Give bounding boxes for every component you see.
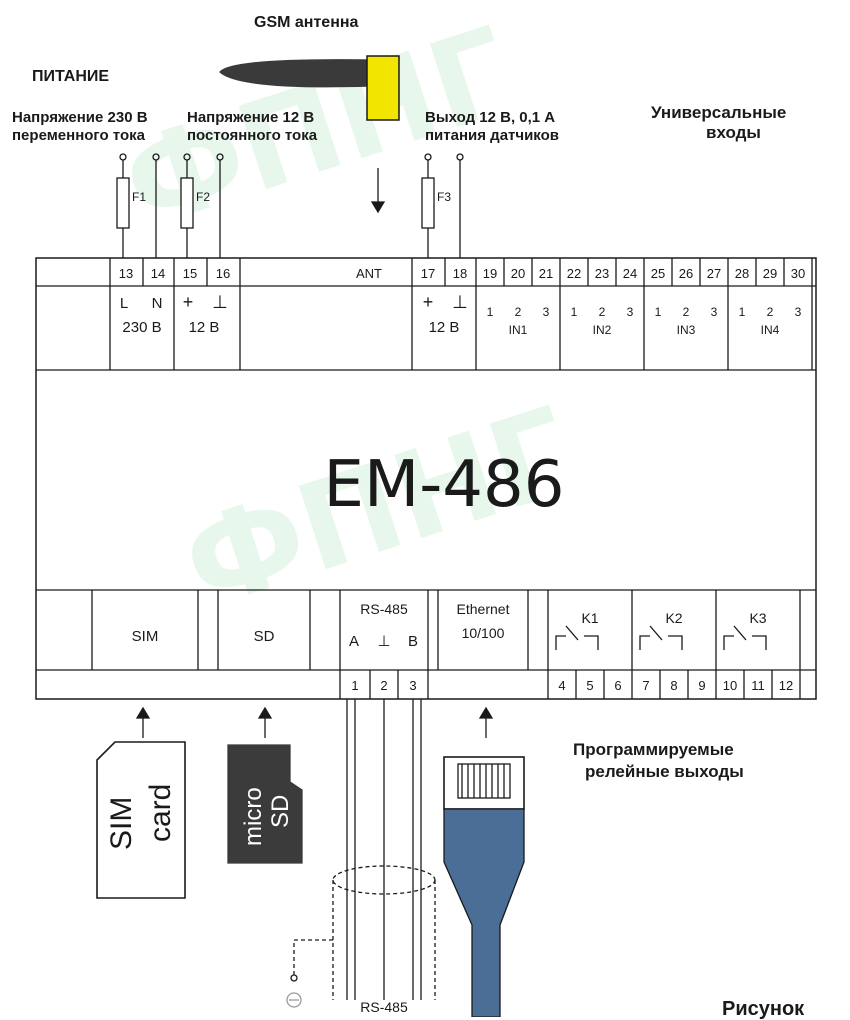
relay-outputs-label-1: Программируемые bbox=[573, 740, 734, 759]
universal-inputs-label-1: Универсальные bbox=[651, 103, 787, 122]
microsd-text-2: SD bbox=[267, 795, 294, 828]
svg-text:⊥: ⊥ bbox=[452, 292, 468, 312]
svg-text:3: 3 bbox=[409, 678, 416, 693]
svg-text:6: 6 bbox=[614, 678, 621, 693]
svg-text:L: L bbox=[120, 295, 128, 312]
svg-text:9: 9 bbox=[698, 678, 705, 693]
fuse-f3-label: F3 bbox=[437, 190, 451, 204]
svg-text:2: 2 bbox=[380, 678, 387, 693]
v230-label-2: переменного тока bbox=[12, 127, 145, 144]
svg-text:⊥: ⊥ bbox=[377, 633, 390, 650]
svg-text:11: 11 bbox=[751, 678, 765, 693]
svg-text:16: 16 bbox=[216, 266, 230, 281]
svg-text:13: 13 bbox=[119, 266, 133, 281]
rs485-block-title: RS-485 bbox=[360, 601, 408, 617]
svg-text:1: 1 bbox=[487, 305, 494, 319]
svg-text:18: 18 bbox=[453, 266, 467, 281]
sim-slot-label: SIM bbox=[132, 628, 159, 645]
svg-text:IN3: IN3 bbox=[677, 323, 696, 337]
svg-text:IN2: IN2 bbox=[593, 323, 612, 337]
svg-text:3: 3 bbox=[543, 305, 550, 319]
svg-text:+: + bbox=[423, 292, 434, 312]
svg-text:B: B bbox=[408, 633, 418, 650]
gsm-antenna-label: GSM антенна bbox=[254, 14, 359, 31]
sd-slot-label: SD bbox=[254, 628, 275, 645]
svg-text:17: 17 bbox=[421, 266, 435, 281]
svg-text:22: 22 bbox=[567, 266, 581, 281]
antenna-tip bbox=[366, 55, 400, 121]
fuse-f1-label: F1 bbox=[132, 190, 146, 204]
top-terminal-numbers: 13 14 15 16 17 18 19 20 21 22 23 24 25 2… bbox=[119, 266, 805, 281]
svg-text:23: 23 bbox=[595, 266, 609, 281]
voltage-12-in-label: 12 В bbox=[189, 319, 220, 336]
svg-text:1: 1 bbox=[571, 305, 578, 319]
bottom-terminal-numbers: 1 2 3 4 5 6 7 8 9 10 11 12 bbox=[351, 678, 793, 693]
ethernet-label: Ethernet bbox=[457, 601, 510, 617]
svg-text:10: 10 bbox=[723, 678, 737, 693]
relay-k3-label: K3 bbox=[749, 610, 766, 626]
sensor-output-label-2: питания датчиков bbox=[425, 127, 560, 144]
svg-text:5: 5 bbox=[586, 678, 593, 693]
rs485-cable-label: RS-485 bbox=[360, 999, 408, 1015]
power-label: ПИТАНИЕ bbox=[32, 68, 110, 85]
relay-k2-label: K2 bbox=[665, 610, 682, 626]
v12-label-1: Напряжение 12 В bbox=[187, 109, 315, 126]
svg-text:20: 20 bbox=[511, 266, 525, 281]
sim-card-text-1: SIM bbox=[105, 797, 138, 850]
universal-inputs-block: 1 2 3 IN1 1 2 3 IN2 1 2 3 IN3 1 2 3 IN4 bbox=[487, 305, 802, 337]
svg-text:3: 3 bbox=[795, 305, 802, 319]
svg-text:⊥: ⊥ bbox=[212, 292, 228, 312]
svg-text:15: 15 bbox=[183, 266, 197, 281]
svg-text:IN1: IN1 bbox=[509, 323, 528, 337]
figure-caption: Рисунок bbox=[722, 998, 805, 1020]
universal-inputs-label-2: входы bbox=[706, 123, 761, 142]
svg-text:2: 2 bbox=[515, 305, 522, 319]
svg-text:1: 1 bbox=[351, 678, 358, 693]
svg-text:N: N bbox=[152, 295, 163, 312]
v12-label-2: постоянного тока bbox=[187, 127, 318, 144]
svg-text:7: 7 bbox=[642, 678, 649, 693]
svg-text:30: 30 bbox=[791, 266, 805, 281]
svg-text:1: 1 bbox=[655, 305, 662, 319]
ant-label: ANT bbox=[356, 266, 382, 281]
svg-text:1: 1 bbox=[739, 305, 746, 319]
svg-text:2: 2 bbox=[599, 305, 606, 319]
microsd-text-1: micro bbox=[240, 787, 267, 846]
svg-text:25: 25 bbox=[651, 266, 665, 281]
svg-text:2: 2 bbox=[683, 305, 690, 319]
svg-text:14: 14 bbox=[151, 266, 165, 281]
sensor-output-label-1: Выход 12 В, 0,1 А bbox=[425, 109, 556, 126]
svg-text:29: 29 bbox=[763, 266, 777, 281]
v230-label-1: Напряжение 230 В bbox=[12, 109, 148, 126]
svg-text:19: 19 bbox=[483, 266, 497, 281]
svg-text:8: 8 bbox=[670, 678, 677, 693]
svg-text:+: + bbox=[183, 292, 194, 312]
relay-k1-label: K1 bbox=[581, 610, 598, 626]
sim-card-text-2: card bbox=[144, 784, 177, 842]
relay-outputs-label-2: релейные выходы bbox=[585, 762, 744, 781]
svg-text:2: 2 bbox=[767, 305, 774, 319]
svg-text:21: 21 bbox=[539, 266, 553, 281]
svg-text:A: A bbox=[349, 633, 359, 650]
svg-text:IN4: IN4 bbox=[761, 323, 780, 337]
svg-text:27: 27 bbox=[707, 266, 721, 281]
svg-text:12: 12 bbox=[779, 678, 793, 693]
svg-text:3: 3 bbox=[711, 305, 718, 319]
voltage-12-out-label: 12 В bbox=[429, 319, 460, 336]
device-model: EM-486 bbox=[324, 448, 565, 522]
ethernet-speed-label: 10/100 bbox=[462, 625, 505, 641]
svg-text:3: 3 bbox=[627, 305, 634, 319]
voltage-230-label: 230 В bbox=[122, 319, 161, 336]
fuse-f2-label: F2 bbox=[196, 190, 210, 204]
svg-text:4: 4 bbox=[558, 678, 565, 693]
svg-text:24: 24 bbox=[623, 266, 637, 281]
antenna-body bbox=[219, 59, 371, 88]
svg-text:28: 28 bbox=[735, 266, 749, 281]
svg-text:26: 26 bbox=[679, 266, 693, 281]
